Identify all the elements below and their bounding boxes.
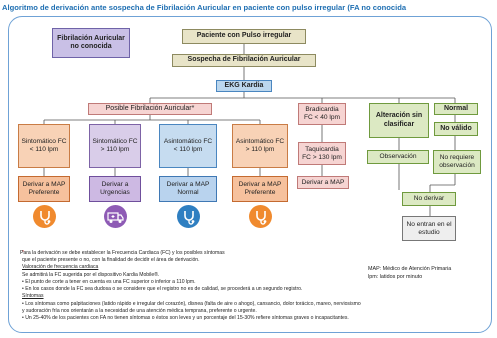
- bullet-2: • En los casos donde la FC sea dudosa o …: [22, 286, 303, 293]
- col-4-action: Derivar a MAP Preferente: [232, 176, 288, 202]
- valoracion-text: Se admitirá la FC sugerida por el dispos…: [22, 271, 160, 278]
- no-derivar-box: No derivar: [402, 192, 456, 206]
- no-requiere-box: No requiere observación: [433, 150, 481, 174]
- no-entran-box: No entran en el estudio: [402, 216, 456, 241]
- col-2-action: Derivar a Urgencias: [89, 176, 141, 202]
- bradicardia-box: Bradicardia FC < 40 lpm: [298, 103, 346, 125]
- stethoscope-icon: [33, 205, 56, 228]
- sospecha-box: Sospecha de Fibrilación Auricular: [172, 54, 316, 67]
- diagram-frame: [8, 16, 492, 333]
- col-asintomatico-high-head: Asintomático FC > 110 lpm: [232, 124, 288, 168]
- valoracion-title: Valoración de frecuencia cardiaca: [22, 264, 99, 271]
- ambulance-icon: [104, 205, 127, 228]
- bullet-3a: • Los síntomas como palpitaciones (latid…: [22, 300, 361, 307]
- paciente-box: Paciente con Pulso irregular: [182, 29, 306, 44]
- bullet-1: • El punto de corte a tener en cuenta es…: [22, 278, 196, 285]
- bullet-3b: y sudoración fría nos orientarán a la ne…: [22, 307, 257, 314]
- col-sintomatico-high-head: Sintomático FC > 110 lpm: [89, 124, 141, 168]
- derivar-map-box: Derivar a MAP: [297, 176, 349, 189]
- fa-no-conocida-box: Fibrilación Auricular no conocida: [52, 28, 130, 58]
- observacion-box: Observación: [367, 150, 429, 164]
- col-asintomatico-low-head: Asintomático FC < 110 lpm: [159, 124, 217, 168]
- posible-fa-box: Posible Fibrilación Auricular*: [88, 103, 212, 115]
- note-1b: que el paciente presente o no, con la fi…: [22, 257, 200, 264]
- legend-map: MAP: Médico de Atención Primaria: [368, 266, 452, 272]
- diagram-title: Algoritmo de derivación ante sospecha de…: [2, 3, 407, 12]
- ekg-kardia-box: EKG Kardia: [216, 80, 272, 92]
- col-3-action: Derivar a MAP Normal: [159, 176, 217, 202]
- notes-block: * Para la derivación se debe establecer …: [19, 250, 492, 322]
- alteracion-box: Alteración sin clasificar: [369, 103, 429, 138]
- legend-lpm: lpm: latidos por minuto: [368, 273, 423, 280]
- legend: MAP: Médico de Atención Primaria lpm: la…: [368, 266, 451, 282]
- no-valido-box: No válido: [434, 122, 478, 136]
- stethoscope-icon: [249, 205, 272, 228]
- taquicardia-box: Taquicardia FC > 130 lpm: [298, 142, 346, 165]
- stethoscope-icon: [177, 205, 200, 228]
- bullet-4: • Un 25-40% de los pacientes con FA no t…: [22, 314, 349, 321]
- sintomas-title: Síntomas: [22, 293, 44, 300]
- note-line: * Para la derivación se debe establecer …: [19, 250, 492, 257]
- note-1a: Para la derivación se debe establecer la…: [19, 250, 225, 256]
- col-sintomatico-low-head: Sintomático FC < 110 lpm: [18, 124, 70, 168]
- asterisk-text: *: [22, 250, 24, 256]
- col-1-action: Derivar a MAP Preferente: [18, 176, 70, 202]
- normal-box: Normal: [434, 103, 478, 115]
